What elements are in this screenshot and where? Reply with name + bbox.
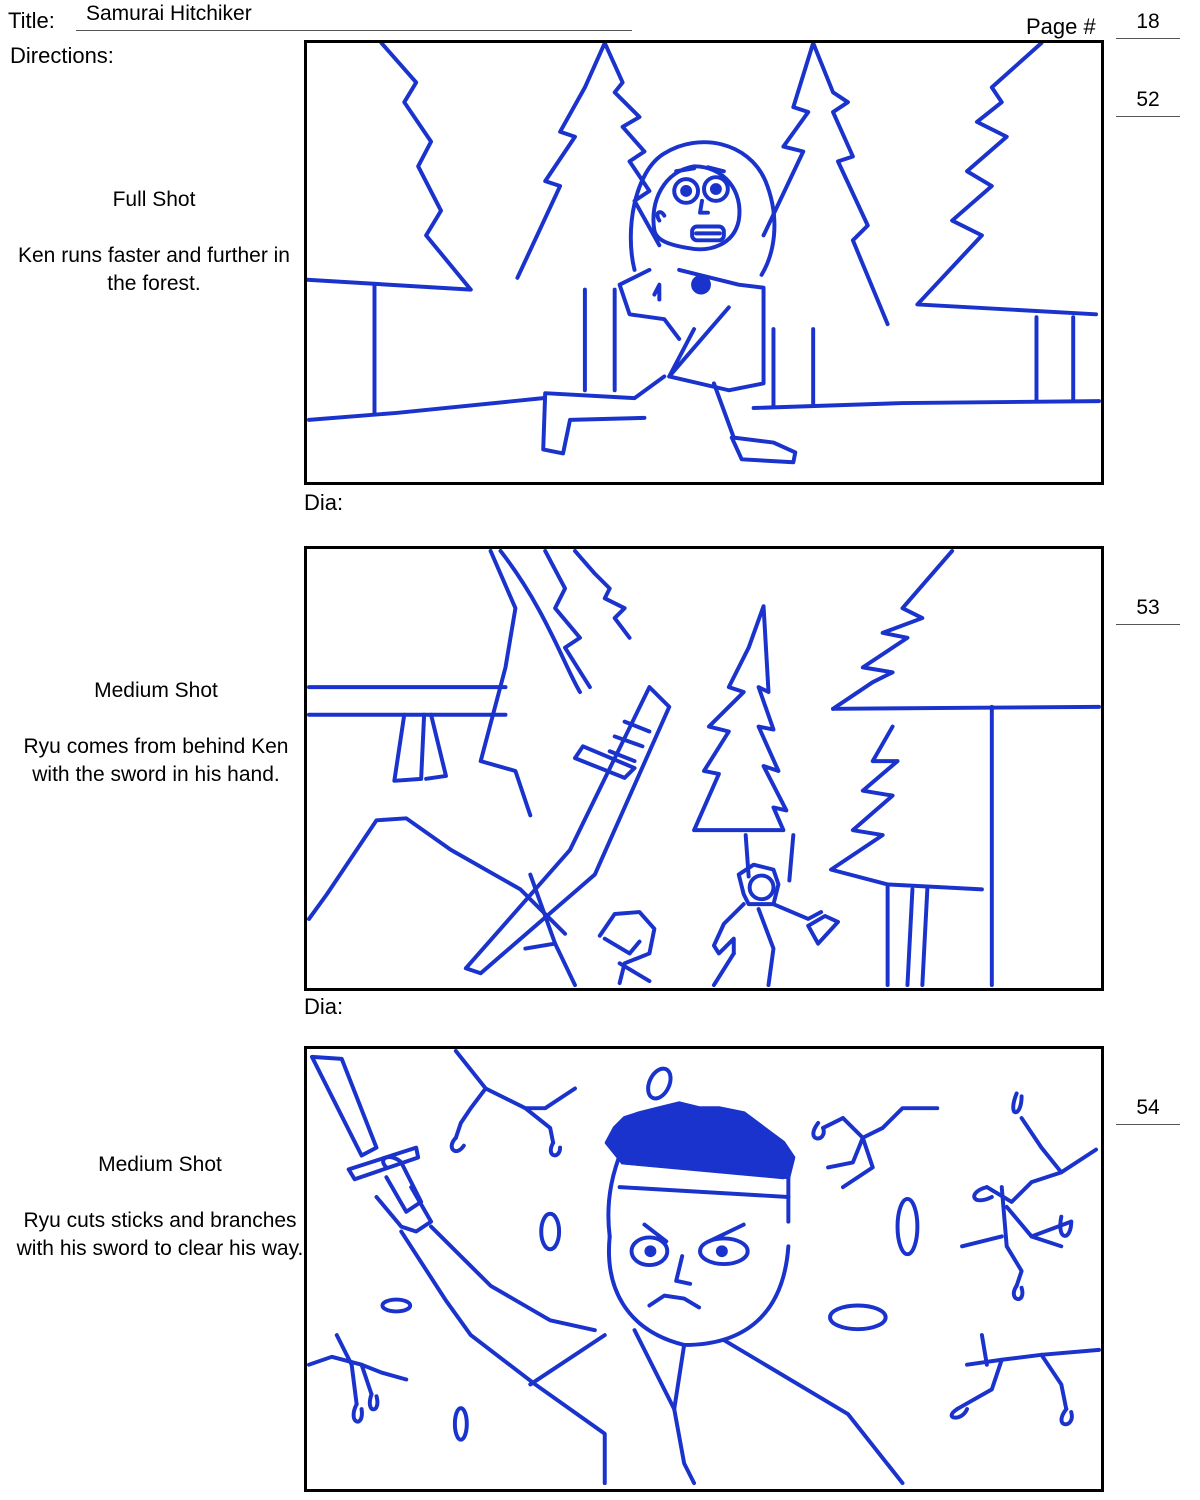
directions-panel-52: Full Shot Ken runs faster and further in…: [8, 186, 300, 298]
shot-description: Ryu cuts sticks and branches with his sw…: [16, 1209, 304, 1260]
storyboard-frame-54: [304, 1046, 1104, 1492]
sketch-ryu-behind-ken: [307, 549, 1101, 988]
title-field: Samurai Hitchiker: [76, 0, 632, 31]
directions-panel-54: Medium Shot Ryu cuts sticks and branches…: [14, 1151, 306, 1263]
page-label: Page #: [1026, 14, 1096, 39]
shot-description: Ken runs faster and further in the fores…: [18, 244, 290, 295]
directions-panel-53: Medium Shot Ryu comes from behind Ken wi…: [10, 677, 302, 789]
shot-type: Medium Shot: [98, 1153, 222, 1176]
page-number: 18: [1116, 10, 1180, 39]
storyboard-frame-53: [304, 546, 1104, 991]
shot-number-52: 52: [1116, 88, 1180, 117]
shot-number-54: 54: [1116, 1096, 1180, 1125]
storyboard-frame-52: [304, 40, 1104, 485]
dia-label-53: Dia:: [304, 994, 344, 1019]
title-value: Samurai Hitchiker: [86, 2, 252, 25]
shot-number-53: 53: [1116, 596, 1180, 625]
shot-type: Full Shot: [112, 188, 196, 211]
dia-label-52: Dia:: [304, 490, 344, 515]
shot-description: Ryu comes from behind Ken with the sword…: [23, 735, 289, 786]
sketch-ken-running-forest: [307, 43, 1101, 465]
directions-label: Directions:: [10, 43, 114, 68]
shot-type: Medium Shot: [94, 679, 218, 702]
sketch-ryu-cuts-branches: [307, 1049, 1101, 1486]
title-label: Title:: [8, 8, 55, 33]
